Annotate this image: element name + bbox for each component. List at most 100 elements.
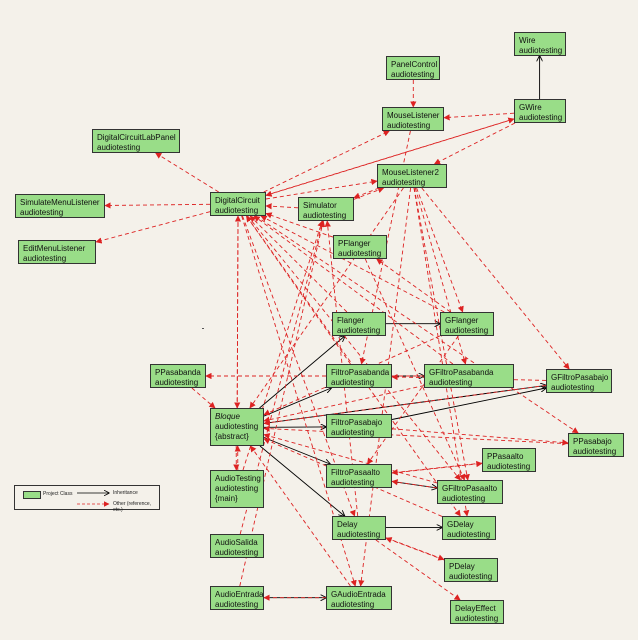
class-package: audiotesting <box>573 447 617 456</box>
class-name: FiltroPasabajo <box>331 418 383 427</box>
legend-class-label: Project Class <box>43 491 73 497</box>
class-name: EditMenuListener <box>23 244 86 253</box>
edge-bloque-to-filtropasaalto <box>263 437 330 465</box>
edge-gwire-to-mouselistener2 <box>433 122 516 165</box>
class-name: Flanger <box>337 316 365 325</box>
class-package: audiotesting <box>382 178 426 187</box>
edge-ppasabanda-to-bloque <box>191 387 216 409</box>
class-name: Wire <box>519 36 536 45</box>
class-package: audiotesting <box>338 249 382 258</box>
class-package: audiotesting <box>331 600 375 609</box>
legend: Project Class Inheritance Other (referen… <box>14 485 160 513</box>
class-name: PanelControl <box>391 60 438 69</box>
edge-gaudioentrada-to-bloque <box>250 445 351 587</box>
edge-gflanger-to-digitalcircuit <box>260 215 445 313</box>
edge-digitalcircuit-to-editmenulistener <box>95 211 211 244</box>
edge-mouselistener2-to-gaudioentrada <box>358 187 412 587</box>
edge-gflanger-to-filtropasaalto <box>367 335 459 465</box>
class-package: audiotesting <box>97 143 141 152</box>
class-package: audiotesting <box>387 121 431 130</box>
edge-gfiltropasaalto-to-filtropasaalto <box>391 479 438 489</box>
class-name: MouseListener <box>387 111 440 120</box>
class-name: FiltroPasabanda <box>331 368 390 377</box>
class-name: PPasabanda <box>155 368 201 377</box>
edge-audiosalida-to-simulator <box>239 220 325 535</box>
class-package: audiotesting <box>331 428 375 437</box>
class-package: audiotesting <box>455 614 499 623</box>
class-stereotype: {main} <box>215 494 238 503</box>
class-package: audiotesting <box>519 46 563 55</box>
edge-mouselistener2-to-gflanger <box>416 187 464 313</box>
edge-digitalcircuit-to-mouselistener <box>263 130 390 193</box>
edge-simulator-to-digitalcircuit <box>265 203 299 210</box>
edge-digitalcircuit-to-mouselistener2 <box>265 178 378 200</box>
class-name: AudioEntrada <box>215 590 264 599</box>
class-name: MouseListener2 <box>382 168 439 177</box>
class-name: DigitalCircuit <box>215 196 260 205</box>
class-stereotype: {abstract} <box>215 432 249 441</box>
class-package: audiotesting <box>519 113 563 122</box>
class-package: audiotesting <box>20 208 64 217</box>
edge-gfiltropasabajo-to-bloque <box>263 384 547 426</box>
class-name: GFlanger <box>445 316 479 325</box>
class-name: GAudioEntrada <box>331 590 386 599</box>
edge-ppasaalto-to-filtropasaalto <box>391 462 483 476</box>
class-name: Bloque <box>215 412 240 421</box>
class-name: PDelay <box>449 562 475 571</box>
legend-class-swatch <box>23 491 41 499</box>
class-package: audiotesting <box>155 378 199 387</box>
edge-mouselistener2-to-gdelay <box>413 187 470 517</box>
legend-lines <box>77 486 110 507</box>
class-name: PFlanger <box>338 239 371 248</box>
edge-delay-to-delayeffect <box>375 539 461 601</box>
edge-pflanger-to-gfiltropasaalto <box>364 258 466 481</box>
class-package: audiotesting <box>303 211 347 220</box>
class-package: audiotesting <box>442 494 486 503</box>
class-name: AudioTesting <box>215 474 261 483</box>
class-package: audiotesting <box>331 478 375 487</box>
class-package: audiotesting <box>337 530 381 539</box>
edge-flanger-to-digitalcircuit <box>249 215 348 313</box>
edge-gdelay-to-bloque <box>263 438 443 517</box>
stray-mark <box>202 328 204 329</box>
class-package: audiotesting <box>449 572 493 581</box>
class-name: GFiltroPasabajo <box>551 373 609 382</box>
edge-bloque-to-filtropasabanda <box>263 388 331 417</box>
class-name: DigitalCircuitLabPanel <box>97 133 176 142</box>
legend-inheritance-label: Inheritance <box>113 490 138 496</box>
class-name: Delay <box>337 520 358 529</box>
edge-mouselistener2-to-gfiltropasabajo <box>421 187 570 370</box>
